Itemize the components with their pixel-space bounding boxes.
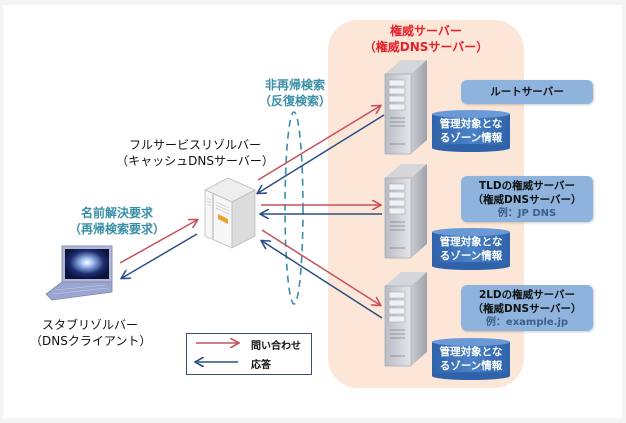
full-service-resolver-label: フルサービスリゾルバー （キャッシュDNSサーバー） [110, 138, 280, 169]
tld-server-box: TLDの権威サーバー （権威DNSサーバー） 例：JP DNS [461, 176, 593, 222]
query-arrow-client-to-resolver [119, 220, 197, 264]
query-arrow-resolver-to-2ld [261, 229, 380, 305]
query-arrow-resolver-to-root [257, 106, 380, 181]
stub-resolver-label: スタブリゾルバー （DNSクライアント） [30, 318, 152, 349]
2ld-server-name: 2LDの権威サーバー [478, 289, 576, 301]
2ld-server-subtitle: （権威DNSサーバー） [472, 302, 582, 315]
laptop-client-icon [45, 245, 113, 301]
name-resolution-line2: （再帰検索要求） [68, 221, 165, 236]
tld-server-tower-icon [384, 164, 427, 259]
response-arrow-resolver-to-client [122, 233, 198, 278]
name-resolution-request-label: 名前解決要求 （再帰検索要求） [62, 206, 172, 237]
full-resolver-line2: （キャッシュDNSサーバー） [116, 153, 274, 168]
2ld-zone-info-line2: るゾーン情報 [439, 359, 503, 372]
legend-response-label: 応答 [251, 360, 271, 371]
root-server-box: ルートサーバー [461, 80, 593, 104]
authoritative-zone-title: 権威サーバー （権威DNSサーバー） [328, 24, 524, 55]
2ld-server-tower-icon [384, 272, 427, 367]
2ld-server-example: 例：example.jp [485, 317, 569, 329]
tld-server-name: TLDの権威サーバー [479, 180, 575, 192]
tld-zone-info-line2: るゾーン情報 [439, 249, 503, 262]
2ld-zone-info-database: 管理対象となるゾーン情報 [432, 338, 510, 380]
non-recursive-line1: 非再帰検索 [264, 78, 325, 92]
name-resolution-line1: 名前解決要求 [80, 206, 153, 220]
legend-response: 応答 [187, 356, 311, 371]
tld-zone-info-database: 管理対象となるゾーン情報 [432, 228, 510, 270]
2ld-zone-info-line1: 管理対象とな [439, 346, 503, 358]
stub-resolver-line1: スタブリゾルバー [41, 318, 138, 332]
root-zone-info-line2: るゾーン情報 [439, 131, 503, 144]
tld-server-example: 例：JP DNS [497, 208, 557, 220]
non-recursive-query-ellipse [284, 111, 304, 305]
root-server-name: ルートサーバー [490, 86, 564, 98]
response-arrow-2ld-to-resolver [262, 241, 383, 319]
non-recursive-line2: （反復検索） [258, 93, 331, 108]
tld-zone-info-line1: 管理対象とな [439, 236, 503, 248]
root-zone-info-line1: 管理対象とな [439, 118, 503, 130]
auth-title-line2: （権威DNSサーバー） [363, 39, 489, 54]
legend-query-label: 問い合わせ [251, 341, 301, 352]
2ld-server-box: 2LDの権威サーバー （権威DNSサーバー） 例：example.jp [461, 285, 593, 331]
tld-server-subtitle: （権威DNSサーバー） [472, 193, 582, 206]
auth-title-line1: 権威サーバー [390, 24, 462, 38]
root-server-tower-icon [384, 60, 427, 155]
root-zone-info-database: 管理対象となるゾーン情報 [432, 110, 510, 152]
response-arrow-root-to-resolver [258, 114, 385, 193]
legend: 問い合わせ 応答 [186, 333, 312, 375]
full-resolver-server-icon [204, 177, 256, 249]
non-recursive-query-label: 非再帰検索 （反復検索） [250, 78, 340, 109]
stub-resolver-line2: （DNSクライアント） [30, 333, 152, 348]
legend-query: 問い合わせ [187, 337, 311, 352]
full-resolver-line1: フルサービスリゾルバー [128, 138, 261, 152]
